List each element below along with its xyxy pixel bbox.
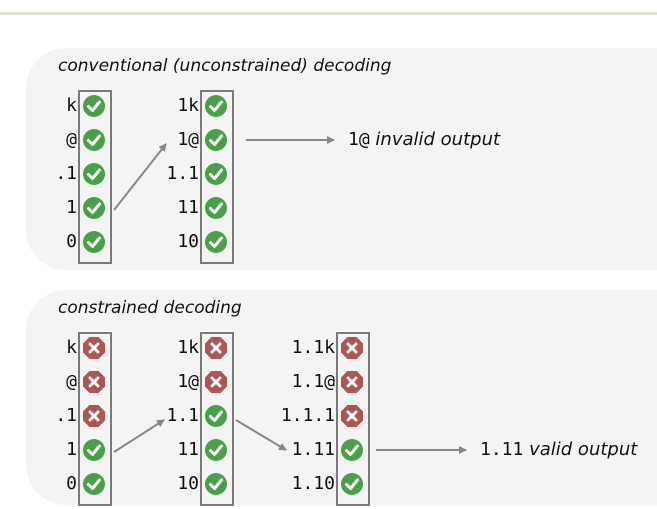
cross-icon xyxy=(341,371,363,393)
check-icon xyxy=(341,439,363,461)
output-label-constrained: 1.11 valid output xyxy=(480,437,637,463)
cross-icon xyxy=(83,371,105,393)
panel-unconstrained xyxy=(26,48,657,270)
cross-icon xyxy=(83,405,105,427)
output-token: 1@ xyxy=(348,129,370,150)
candidate-token: 1 xyxy=(66,197,77,218)
cross-icon xyxy=(83,337,105,359)
candidate-token: k xyxy=(66,95,77,116)
cross-icon xyxy=(341,405,363,427)
candidate-token: 1.1.1 xyxy=(280,405,335,426)
check-icon xyxy=(205,163,227,185)
check-icon xyxy=(205,405,227,427)
panel-title-constrained: constrained decoding xyxy=(58,298,242,318)
candidate-token: .1 xyxy=(55,163,77,184)
candidate-token: 11 xyxy=(177,197,199,218)
output-token: 1.11 xyxy=(480,439,524,460)
candidate-token: 11 xyxy=(177,439,199,460)
cross-icon xyxy=(205,337,227,359)
candidate-token: 0 xyxy=(66,231,77,252)
check-icon xyxy=(205,231,227,253)
cross-icon xyxy=(205,371,227,393)
check-icon xyxy=(83,95,105,117)
candidate-token: 10 xyxy=(177,473,199,494)
candidate-token: 1.1 xyxy=(166,405,199,426)
candidate-token: @ xyxy=(66,371,77,392)
check-icon xyxy=(83,473,105,495)
candidate-token: 1k xyxy=(177,337,199,358)
check-icon xyxy=(341,473,363,495)
output-description: invalid output xyxy=(375,129,501,150)
check-icon xyxy=(83,129,105,151)
candidate-token: 1.1k xyxy=(291,337,335,358)
check-icon xyxy=(205,129,227,151)
cross-icon xyxy=(341,337,363,359)
candidate-token: k xyxy=(66,337,77,358)
candidate-token: 1 xyxy=(66,439,77,460)
check-icon xyxy=(205,473,227,495)
candidate-token: 1.1 xyxy=(166,163,199,184)
candidate-token: 1.10 xyxy=(291,473,335,494)
output-label-unconstrained: 1@ invalid output xyxy=(348,127,500,153)
candidate-token: 10 xyxy=(177,231,199,252)
candidate-token: 1.11 xyxy=(291,439,335,460)
candidate-token: 1k xyxy=(177,95,199,116)
panel-title-unconstrained: conventional (unconstrained) decoding xyxy=(58,56,392,76)
candidate-token: 1.1@ xyxy=(291,371,335,392)
check-icon xyxy=(205,197,227,219)
check-icon xyxy=(83,231,105,253)
check-icon xyxy=(83,197,105,219)
check-icon xyxy=(83,163,105,185)
candidate-token: 1@ xyxy=(177,129,199,150)
output-description: valid output xyxy=(529,439,638,460)
candidate-token: 0 xyxy=(66,473,77,494)
candidate-token: 1@ xyxy=(177,371,199,392)
check-icon xyxy=(83,439,105,461)
check-icon xyxy=(205,95,227,117)
candidate-token: .1 xyxy=(55,405,77,426)
top-rule xyxy=(0,12,657,15)
check-icon xyxy=(205,439,227,461)
candidate-token: @ xyxy=(66,129,77,150)
